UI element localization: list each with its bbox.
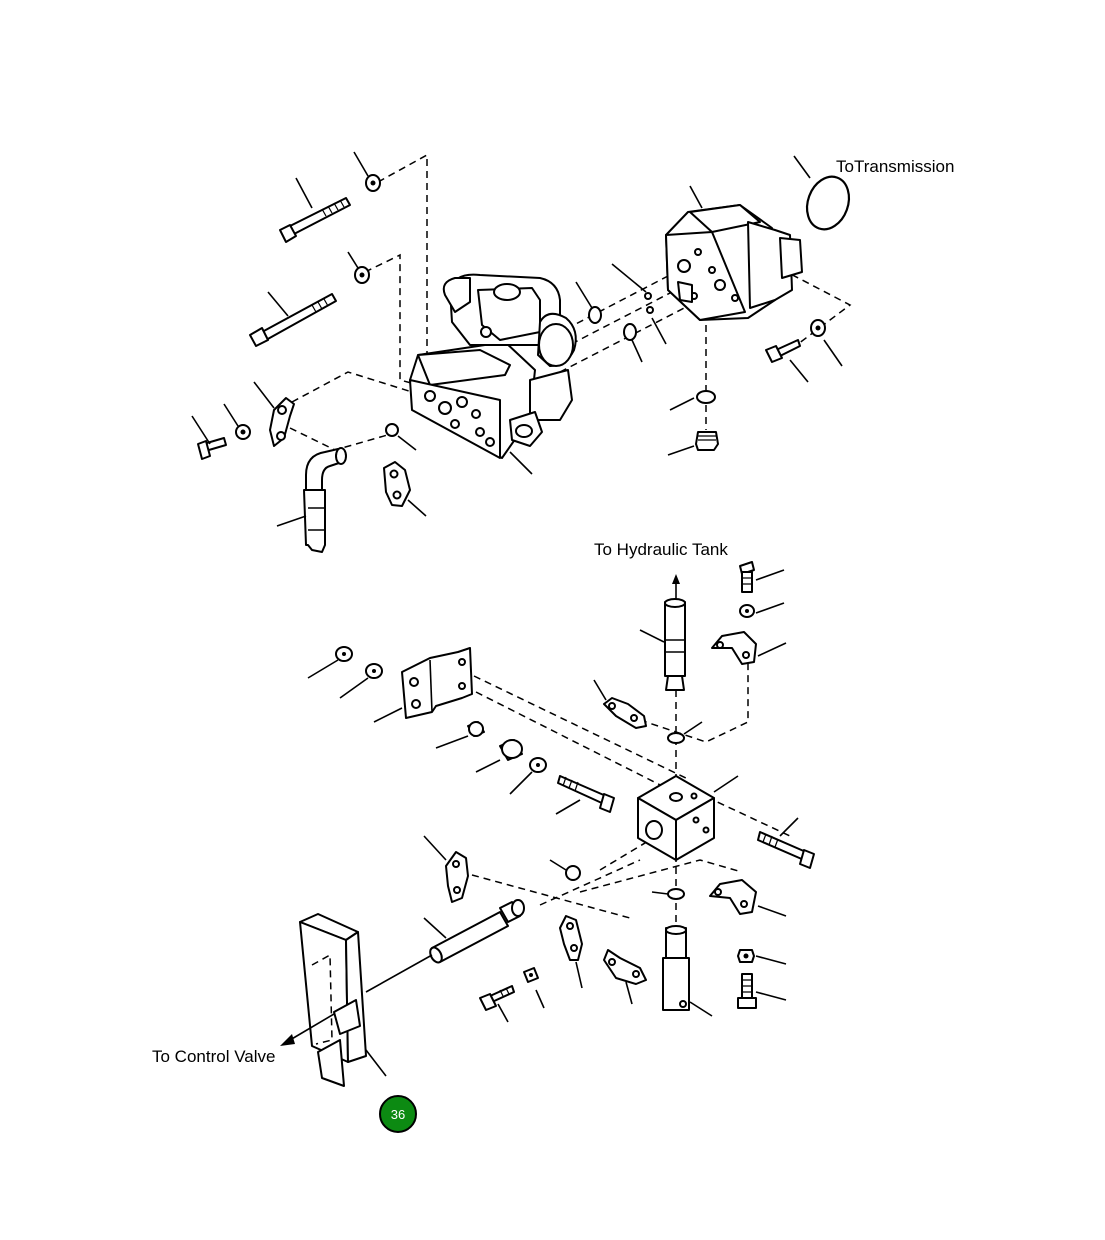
washer-left [223,403,251,440]
lower-o-ring-left [549,859,581,881]
o-ring-upper-left [385,423,417,451]
bottom-washer [523,967,545,1009]
pump-o-ring [793,155,851,231]
page-number-badge[interactable]: 36 [379,1095,417,1133]
lower-hose [662,925,713,1017]
cap-screw-long-upper [279,177,351,243]
bracket-washer-1 [307,646,353,679]
small-cap-screw-left [191,415,227,460]
tank-flange-half-left [593,679,647,729]
mounting-bracket [373,647,473,723]
flange-half-upper-right [383,461,427,517]
lower-flange-bolt [737,973,787,1009]
main-valve-housing [409,273,577,475]
lower-o-ring-center [651,888,685,900]
lower-assembly [280,561,815,1087]
control-valve-bracket [299,913,387,1087]
lockwasher-upper [353,151,381,192]
reducer-fitting-large [475,739,523,773]
pump-cap-screw [765,339,809,383]
reducer-fitting-small [435,721,485,749]
upper-assembly [191,151,852,553]
cylinder-flange-half-lower [559,915,583,989]
flange-half-upper-left [253,381,295,447]
label-to-control-valve: To Control Valve [152,1047,276,1066]
control-valve-arrow [280,1013,335,1046]
cap-screw-long-middle [249,291,337,347]
manifold-block [637,775,739,861]
hose-elbow-fitting [276,447,347,553]
o-rings-middle [575,263,667,363]
tank-flange-washer [739,602,785,618]
cylinder-flange-half-upper [423,835,469,903]
tank-flange-half-right [711,631,787,665]
fitting-washer [509,757,547,795]
block-cap-screw-left [555,775,615,815]
lower-flange-half-right [709,879,787,917]
plug-o-ring [669,390,716,411]
pump-lockwasher [810,319,843,367]
lower-flange-washer [737,949,787,965]
bottom-cap-screw [479,985,515,1023]
tank-o-ring [667,721,703,744]
label-to-transmission: ToTransmission [836,157,955,176]
hydraulic-pump [665,185,803,321]
block-cap-screw-right [757,817,815,869]
tank-flange-bolt [739,561,785,593]
lower-flange-half-left [603,949,647,1005]
pipe-plug [667,431,719,456]
cylinder-hose [365,899,525,993]
lockwasher-middle [347,251,370,284]
tank-hose [639,574,686,691]
label-to-hydraulic-tank: To Hydraulic Tank [594,540,728,559]
bracket-washer-2 [339,663,383,699]
